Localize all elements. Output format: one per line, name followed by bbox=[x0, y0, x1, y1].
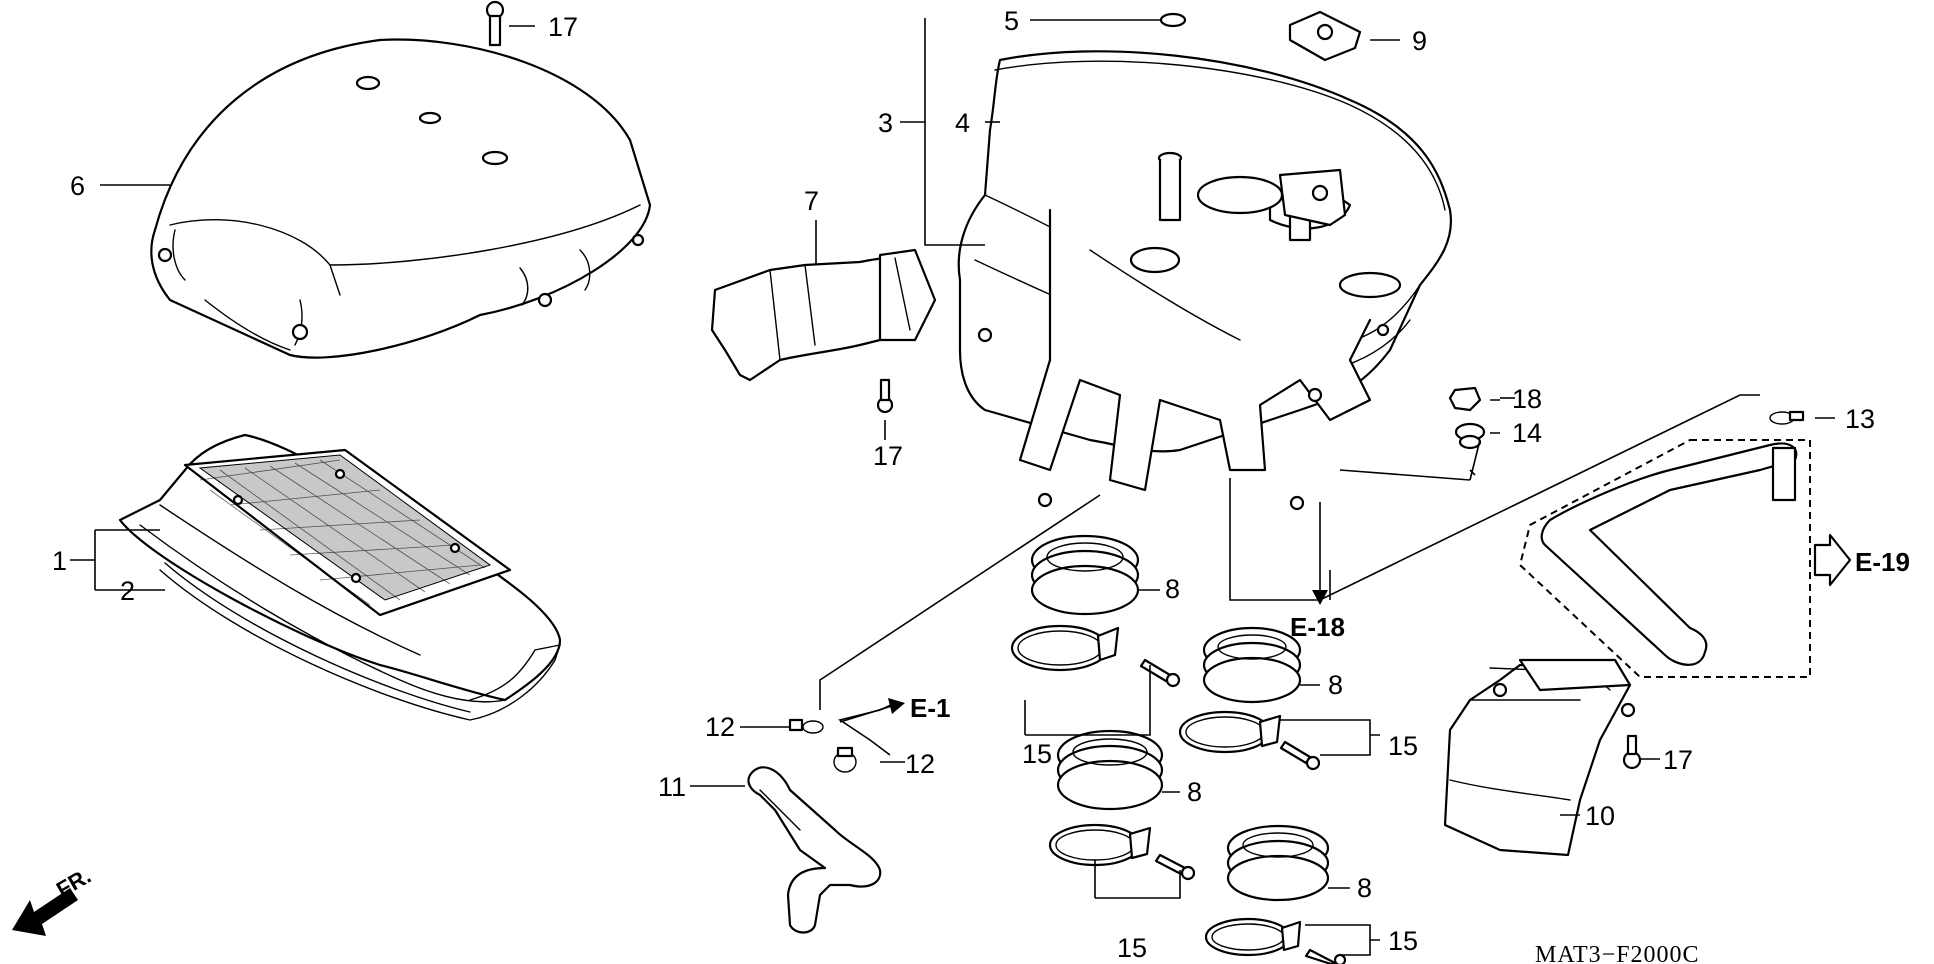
label-13: 13 bbox=[1845, 404, 1875, 434]
air-cleaner-cover bbox=[150, 38, 652, 359]
label-12-a: 12 bbox=[705, 712, 735, 742]
drawing-code: MAT3−F2000C bbox=[1535, 942, 1700, 964]
part-labels: 17 6 1 2 5 3 4 9 7 17 18 14 13 8 8 8 8 1… bbox=[52, 6, 1875, 963]
funnel-joint-1 bbox=[1030, 534, 1140, 616]
hose-clamp-2 bbox=[1178, 710, 1282, 754]
label-9: 9 bbox=[1412, 26, 1427, 56]
hose-clamp-1 bbox=[1010, 624, 1120, 672]
reference-labels: E-1 E-18 E-19 bbox=[910, 547, 1910, 723]
hose-clamp-4 bbox=[1204, 917, 1302, 957]
label-12-b: 12 bbox=[905, 749, 935, 779]
screw-17-right bbox=[1622, 734, 1642, 770]
clip-12a bbox=[788, 718, 824, 734]
air-cleaner-case bbox=[957, 50, 1453, 511]
inlet-duct-left bbox=[710, 248, 937, 382]
e1-arrow bbox=[839, 698, 905, 723]
label-15-a: 15 bbox=[1022, 739, 1052, 769]
clamp-screws bbox=[1139, 658, 1347, 964]
screw-17-mid bbox=[876, 378, 894, 414]
ref-e18: E-18 bbox=[1290, 612, 1345, 642]
ref-e1: E-1 bbox=[910, 693, 950, 723]
label-15-c: 15 bbox=[1117, 933, 1147, 963]
label-8-c: 8 bbox=[1187, 777, 1202, 807]
washer-5 bbox=[1159, 12, 1187, 28]
label-3: 3 bbox=[878, 108, 893, 138]
hose-clamp-3 bbox=[1048, 823, 1152, 867]
nut-18 bbox=[1448, 386, 1482, 412]
label-11: 11 bbox=[658, 772, 686, 802]
clip-13 bbox=[1769, 410, 1805, 425]
label-8-b: 8 bbox=[1328, 670, 1343, 700]
label-1: 1 bbox=[52, 546, 67, 576]
label-10: 10 bbox=[1585, 801, 1615, 831]
e18-arrow bbox=[1312, 590, 1328, 605]
e19-region bbox=[1518, 439, 1852, 678]
hose-clamps bbox=[1010, 624, 1347, 964]
air-filter-gasket bbox=[159, 562, 562, 721]
air-filter-element bbox=[118, 433, 562, 703]
label-5: 5 bbox=[1004, 6, 1019, 36]
breather-hose bbox=[747, 766, 882, 934]
small-parts bbox=[485, 0, 1805, 773]
label-4: 4 bbox=[955, 108, 970, 138]
label-14: 14 bbox=[1512, 418, 1542, 448]
funnel-joint-3 bbox=[1056, 729, 1164, 811]
funnel-joint-2 bbox=[1202, 626, 1302, 704]
label-7: 7 bbox=[804, 186, 819, 216]
label-6: 6 bbox=[70, 171, 85, 201]
label-15-b: 15 bbox=[1388, 731, 1418, 761]
ref-e19: E-19 bbox=[1855, 547, 1910, 577]
fr-arrow-icon bbox=[12, 888, 78, 936]
inlet-duct-right bbox=[1443, 658, 1636, 857]
vent-hose bbox=[1540, 442, 1798, 666]
front-direction-arrow bbox=[12, 888, 78, 936]
leader-lines bbox=[70, 18, 1835, 956]
funnel-joints bbox=[1030, 534, 1330, 902]
label-17-right: 17 bbox=[1663, 745, 1693, 775]
funnel-joint-4 bbox=[1226, 824, 1330, 902]
label-2: 2 bbox=[120, 576, 135, 606]
clip-12b bbox=[833, 746, 857, 773]
grommet-14 bbox=[1454, 422, 1486, 450]
screw-17-top bbox=[485, 0, 505, 47]
label-8-d: 8 bbox=[1357, 873, 1372, 903]
label-18: 18 bbox=[1512, 384, 1542, 414]
label-15-d: 15 bbox=[1388, 926, 1418, 956]
label-8-a: 8 bbox=[1165, 574, 1180, 604]
label-17-mid: 17 bbox=[873, 441, 903, 471]
label-17-top: 17 bbox=[548, 12, 578, 42]
